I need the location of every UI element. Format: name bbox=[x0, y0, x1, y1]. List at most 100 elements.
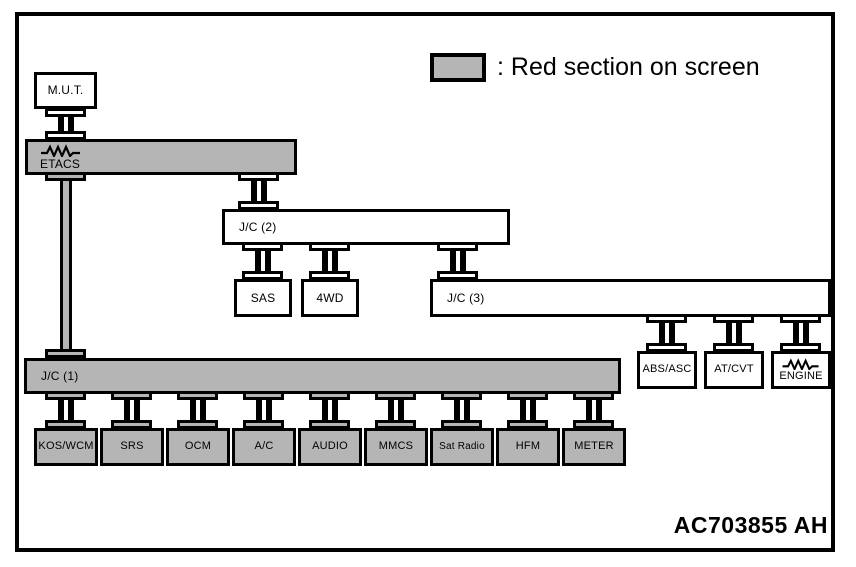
node-srs[interactable]: SRS bbox=[100, 428, 164, 466]
connector-plate-top bbox=[780, 314, 821, 323]
connector-plate-bottom bbox=[238, 201, 279, 210]
connector-jc1-satradio bbox=[441, 391, 482, 429]
node-srs-label: SRS bbox=[120, 440, 144, 453]
connector-jc1-ocm bbox=[177, 391, 218, 429]
connector-pin-left bbox=[255, 251, 261, 271]
connector-plate-top bbox=[45, 172, 86, 181]
connector-pin-right bbox=[265, 251, 271, 271]
connector-plate-bottom bbox=[441, 420, 482, 429]
connector-plate-bottom bbox=[242, 271, 283, 280]
connector-plate-bottom bbox=[45, 131, 86, 140]
node-sas[interactable]: SAS bbox=[234, 279, 292, 317]
connector-pin-left bbox=[58, 400, 64, 420]
connector-pin-left bbox=[58, 117, 64, 131]
connector-jc3-atcvt bbox=[713, 314, 754, 352]
node-sat-radio[interactable]: Sat Radio bbox=[430, 428, 494, 466]
connector-mut-etacs bbox=[45, 108, 86, 140]
node-abs-asc-label: ABS/ASC bbox=[642, 363, 692, 376]
connector-pin-right bbox=[736, 323, 742, 343]
connector-jc1-ac bbox=[243, 391, 284, 429]
node-meter[interactable]: METER bbox=[562, 428, 626, 466]
connector-pin-right bbox=[530, 400, 536, 420]
node-kos-wcm-label: KOS/WCM bbox=[38, 440, 94, 453]
node-at-cvt[interactable]: AT/CVT bbox=[704, 351, 764, 389]
node-engine[interactable]: ENGINE bbox=[771, 351, 831, 389]
connector-pin-left bbox=[520, 400, 526, 420]
node-meter-label: METER bbox=[574, 440, 614, 453]
node-jc2-label: J/C (2) bbox=[239, 219, 277, 234]
node-jc3[interactable]: J/C (3) bbox=[430, 279, 831, 317]
node-ac[interactable]: A/C bbox=[232, 428, 296, 466]
node-jc1-label: J/C (1) bbox=[41, 368, 79, 383]
connector-pin-left bbox=[726, 323, 732, 343]
node-4wd[interactable]: 4WD bbox=[301, 279, 359, 317]
connector-plate-top bbox=[111, 391, 152, 400]
node-mut[interactable]: M.U.T. bbox=[34, 72, 97, 109]
node-hfm-label: HFM bbox=[515, 440, 541, 453]
connector-plate-bottom bbox=[646, 343, 687, 352]
connector-pin-left bbox=[322, 400, 328, 420]
connector-pin-right bbox=[134, 400, 140, 420]
connector-jc1-mmcs bbox=[375, 391, 416, 429]
node-abs-asc[interactable]: ABS/ASC bbox=[637, 351, 697, 389]
connector-jc1-meter bbox=[573, 391, 614, 429]
connector-pin-left bbox=[659, 323, 665, 343]
connector-plate-top bbox=[507, 391, 548, 400]
connector-plate-bottom bbox=[309, 271, 350, 280]
node-audio-label: AUDIO bbox=[312, 440, 348, 453]
termination-resistor-icon bbox=[40, 143, 82, 159]
connector-plate-bottom bbox=[375, 420, 416, 429]
connector-etacs-bottom-plate bbox=[45, 172, 86, 188]
node-sas-label: SAS bbox=[250, 290, 276, 305]
node-audio[interactable]: AUDIO bbox=[298, 428, 362, 466]
connector-plate-top bbox=[309, 242, 350, 251]
connector-pin-right bbox=[669, 323, 675, 343]
node-ocm[interactable]: OCM bbox=[166, 428, 230, 466]
connector-pin-right bbox=[200, 400, 206, 420]
connector-pin-right bbox=[464, 400, 470, 420]
connector-pin-right bbox=[460, 251, 466, 271]
node-hfm[interactable]: HFM bbox=[496, 428, 560, 466]
connector-pin-left bbox=[256, 400, 262, 420]
connector-plate-top bbox=[375, 391, 416, 400]
connector-jc3-engine bbox=[780, 314, 821, 352]
connector-pin-right bbox=[266, 400, 272, 420]
node-kos-wcm[interactable]: KOS/WCM bbox=[34, 428, 98, 466]
connector-jc2-jc3 bbox=[437, 242, 478, 280]
node-jc2[interactable]: J/C (2) bbox=[222, 209, 510, 245]
connector-jc2-4wd bbox=[309, 242, 350, 280]
connector-plate-top bbox=[242, 242, 283, 251]
connector-pin-right bbox=[261, 181, 267, 201]
gray-rectangle-swatch-icon bbox=[430, 53, 486, 82]
connector-plate-bottom bbox=[507, 420, 548, 429]
connector-jc1-top-plate bbox=[45, 349, 86, 361]
node-ac-label: A/C bbox=[254, 440, 274, 453]
connector-plate-bottom bbox=[243, 420, 284, 429]
connector-jc1-srs bbox=[111, 391, 152, 429]
node-etacs[interactable]: ETACS bbox=[25, 139, 297, 175]
connector-plate-top bbox=[45, 349, 86, 358]
node-ocm-label: OCM bbox=[184, 440, 212, 453]
connector-plate-top bbox=[243, 391, 284, 400]
connector-pin-left bbox=[586, 400, 592, 420]
connector-pin-left bbox=[454, 400, 460, 420]
connector-plate-bottom bbox=[45, 420, 86, 429]
connector-plate-bottom bbox=[177, 420, 218, 429]
node-jc1[interactable]: J/C (1) bbox=[24, 358, 621, 394]
connector-jc2-sas bbox=[242, 242, 283, 280]
connector-jc3-absasc bbox=[646, 314, 687, 352]
node-mmcs[interactable]: MMCS bbox=[364, 428, 428, 466]
connector-plate-top bbox=[441, 391, 482, 400]
connector-pin-left bbox=[251, 181, 257, 201]
legend-label: : Red section on screen bbox=[497, 53, 760, 81]
connector-plate-top bbox=[309, 391, 350, 400]
node-engine-label: ENGINE bbox=[779, 369, 823, 382]
node-etacs-label: ETACS bbox=[40, 156, 81, 171]
connector-plate-bottom bbox=[309, 420, 350, 429]
connector-plate-bottom bbox=[780, 343, 821, 352]
connector-pin-right bbox=[596, 400, 602, 420]
connector-pin-right bbox=[803, 323, 809, 343]
connector-jc1-hfm bbox=[507, 391, 548, 429]
node-4wd-label: 4WD bbox=[316, 290, 344, 305]
